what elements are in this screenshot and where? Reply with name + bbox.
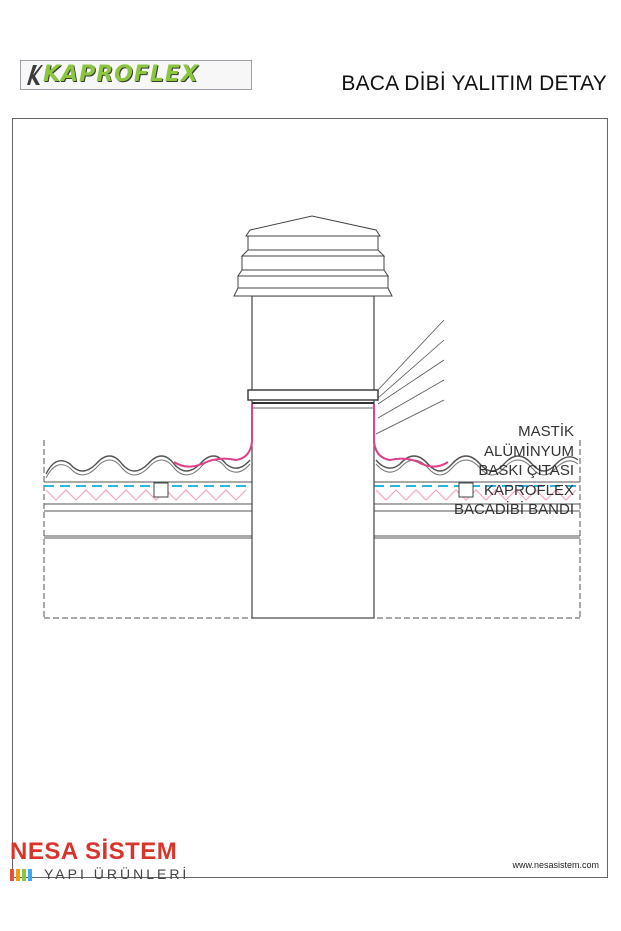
chimney-body [251,295,375,619]
callout-kaproflex: KAPROFLEX [483,481,574,499]
page-title: BACA DİBİ YALITIM DETAY [341,72,607,95]
footer-tagline: YAPI ÜRÜNLERİ [44,866,190,882]
kaproflex-logo: KAPROFLEX [20,60,252,90]
drawing-frame: MASTİK ALÜMİNYUM BASKI ÇITASI KAPROFLEX … [12,118,608,878]
roof-right [374,481,580,539]
batten-right [458,482,474,498]
callout-aluminyum: ALÜMİNYUM [483,442,574,460]
batten-left [153,482,169,498]
callout-baski-citasi: BASKI ÇITASI [478,462,574,479]
insulation-left [45,489,247,501]
tiles-left [45,455,251,475]
chimney-cap [233,215,393,297]
flashing-right [373,404,449,468]
footer-website[interactable]: www.nesasistem.com [512,860,599,870]
leader-lines [375,319,445,435]
flashing-left [173,404,253,468]
sheet-border [12,118,608,878]
logo-k-icon [27,65,43,85]
roof-left [44,481,252,539]
logo-text: KAPROFLEX [43,62,199,87]
footer-brand: NESA SİSTEM [10,838,178,865]
tiles-right [375,455,579,472]
pressure-batten [247,389,379,401]
callout-labels: MASTİK ALÜMİNYUM BASKI ÇITASI KAPROFLEX … [432,422,574,520]
callout-mastik: MASTİK [518,423,574,440]
insulation-right [375,489,577,501]
brand-bars-icon [10,868,40,881]
callout-bacadibi-bandi: BACADİBİ BANDI [453,501,574,518]
chimney-detail-drawing [12,118,608,878]
